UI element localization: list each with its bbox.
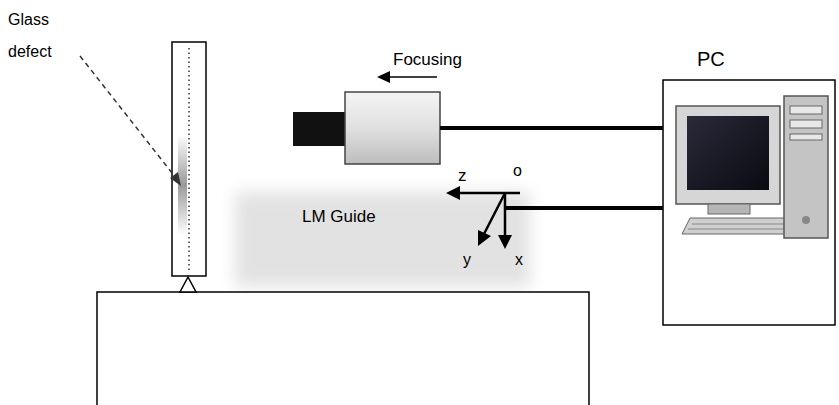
glass-dotted-line — [188, 48, 190, 270]
monitor-screen — [687, 116, 769, 190]
leader-arrowhead — [170, 172, 181, 186]
z-axis — [458, 192, 520, 195]
defect-zone — [178, 135, 187, 235]
camera-cable — [440, 126, 664, 130]
keyboard-keys — [692, 224, 796, 225]
support-triangle — [180, 277, 196, 292]
leader-line — [80, 56, 176, 178]
part-label: LM Guide — [302, 207, 376, 227]
y-axis — [484, 193, 505, 234]
drive-bay — [790, 120, 822, 128]
power-button — [802, 216, 810, 224]
motion-label: Focusing — [393, 50, 462, 70]
guide-cable — [505, 206, 664, 210]
axis-label: y — [463, 251, 471, 269]
monitor-stand — [708, 204, 750, 214]
focus-arrowhead — [377, 71, 390, 83]
camera-body — [345, 92, 440, 164]
x-arrowhead — [498, 235, 512, 249]
device-label: PC — [697, 48, 725, 71]
camera-lens — [293, 112, 345, 146]
axis-label: z — [458, 166, 467, 186]
pc-frame — [663, 80, 835, 325]
lm-guide-shade — [235, 192, 530, 287]
origin-label: o — [513, 162, 522, 180]
base-table — [97, 292, 589, 405]
drive-bay — [790, 106, 822, 114]
drive-bay — [790, 134, 822, 140]
axis-label: x — [515, 251, 523, 269]
pc-tower — [784, 96, 828, 238]
callout-label: Glass defect — [8, 4, 70, 68]
focus-arrow-line — [388, 76, 437, 78]
y-arrowhead — [478, 230, 491, 246]
glass-plate — [172, 42, 206, 276]
x-axis — [504, 193, 507, 236]
keyboard-keys — [688, 229, 800, 230]
monitor — [676, 106, 780, 204]
z-arrowhead — [446, 186, 460, 200]
